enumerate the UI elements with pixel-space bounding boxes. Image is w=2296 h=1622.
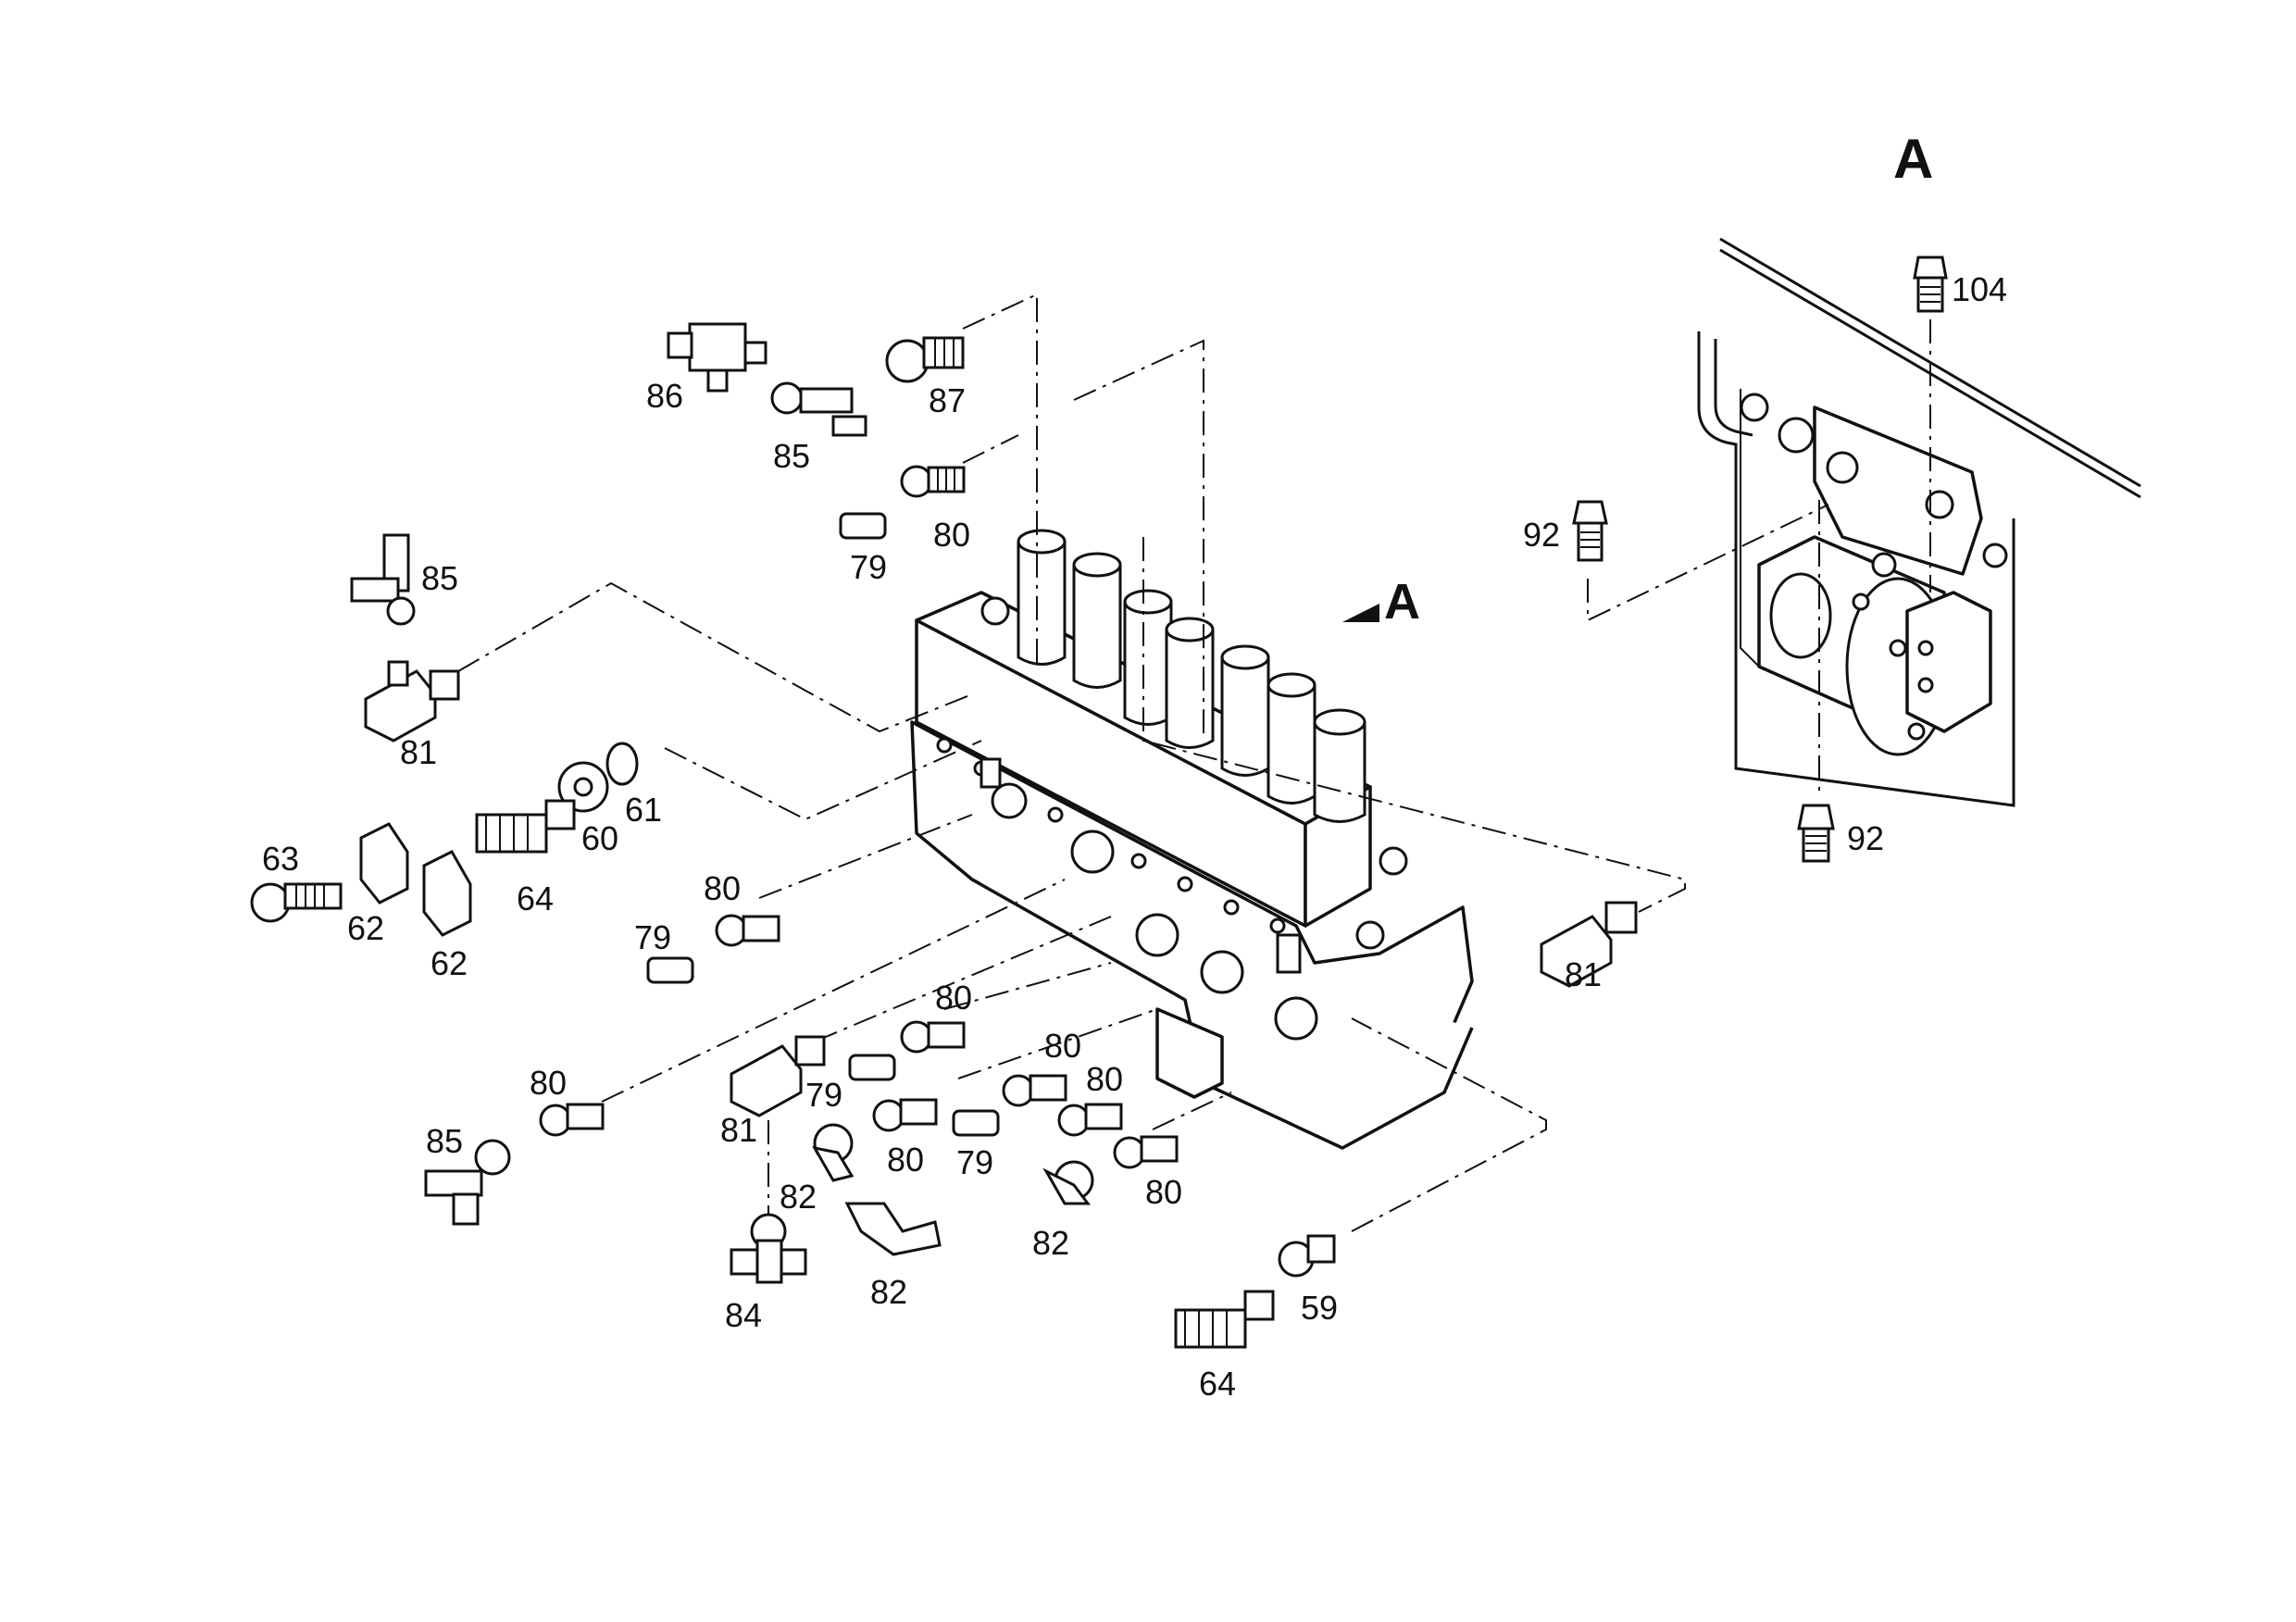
label-80-right-2: 80 — [1086, 1060, 1123, 1098]
part-80-right-1 — [1002, 1074, 1067, 1107]
part-85-lower — [424, 1139, 511, 1226]
view-a-arrow-icon — [1342, 604, 1379, 622]
part-82-right — [1042, 1160, 1094, 1205]
loose-parts — [250, 322, 1638, 1349]
part-85-upper — [770, 381, 867, 437]
part-79-center — [848, 1054, 896, 1081]
part-62-upper — [359, 822, 409, 905]
part-80-center — [900, 1020, 966, 1054]
detail-view-a — [1572, 237, 2141, 863]
label-80-low-left: 80 — [530, 1064, 567, 1102]
label-61: 61 — [625, 791, 662, 829]
label-87: 87 — [929, 381, 966, 419]
part-85-left — [350, 533, 416, 626]
part-79-right — [952, 1109, 1000, 1137]
part-80-right-3 — [1113, 1135, 1179, 1169]
part-80-top — [900, 465, 966, 498]
part-64-upper — [475, 799, 576, 854]
solenoids — [1017, 529, 1366, 823]
detail-valve-block — [1740, 393, 2008, 756]
part-62-lower — [422, 850, 472, 937]
label-80-top: 80 — [933, 516, 970, 554]
label-63: 63 — [262, 840, 299, 878]
label-81-right: 81 — [1565, 955, 1602, 993]
part-64-lower — [1174, 1290, 1275, 1349]
label-60: 60 — [581, 819, 618, 857]
label-79-center: 79 — [805, 1076, 842, 1114]
label-82-right: 82 — [1032, 1224, 1069, 1262]
label-62-lower: 62 — [430, 944, 468, 982]
label-92-upper: 92 — [1523, 516, 1560, 554]
label-82-left: 82 — [780, 1178, 817, 1216]
part-84 — [730, 1213, 807, 1284]
part-86 — [667, 322, 767, 393]
part-81-left — [364, 660, 460, 742]
label-85-upper: 85 — [773, 437, 810, 475]
label-104: 104 — [1952, 270, 2007, 308]
part-81-right — [1540, 901, 1638, 988]
label-79-top: 79 — [850, 548, 887, 586]
label-80-center-2: 80 — [887, 1141, 924, 1179]
fitting-92-upper — [1572, 500, 1608, 562]
part-82-bottom — [844, 1202, 942, 1256]
label-79-right: 79 — [956, 1143, 993, 1181]
label-80-right-3: 80 — [1145, 1173, 1182, 1211]
view-a-title: A — [1893, 128, 1933, 190]
label-81-center: 81 — [720, 1111, 757, 1149]
label-84: 84 — [725, 1296, 762, 1334]
label-86: 86 — [646, 377, 683, 415]
part-80-center-2 — [872, 1098, 938, 1132]
part-81-center — [730, 1035, 826, 1117]
label-85-left: 85 — [421, 559, 458, 597]
label-64-upper: 64 — [517, 880, 554, 917]
label-82-bottom: 82 — [870, 1273, 907, 1311]
part-80-low-left — [539, 1103, 605, 1137]
part-87 — [885, 336, 965, 383]
label-64-lower: 64 — [1199, 1365, 1236, 1403]
label-81-left: 81 — [400, 733, 437, 771]
label-59: 59 — [1301, 1289, 1338, 1327]
part-61 — [605, 742, 639, 786]
label-79-mid: 79 — [634, 918, 671, 956]
fitting-92-lower — [1797, 804, 1835, 863]
part-80-mid — [715, 914, 780, 947]
part-63 — [250, 882, 343, 923]
part-79-top — [839, 512, 887, 540]
part-79-mid — [646, 956, 694, 984]
part-59 — [1278, 1234, 1336, 1278]
label-62-upper: 62 — [347, 909, 384, 947]
label-85-lower: 85 — [426, 1122, 463, 1160]
label-80-center: 80 — [935, 979, 972, 1017]
part-80-right-2 — [1057, 1103, 1123, 1137]
leader-lines — [457, 293, 1686, 1232]
label-92-lower: 92 — [1847, 819, 1884, 857]
label-80-right-1: 80 — [1044, 1027, 1081, 1065]
part-82-left — [812, 1123, 855, 1182]
callout-labels: A A 104 92 92 86 87 85 80 79 85 81 61 60… — [262, 128, 2007, 1403]
fitting-104 — [1913, 256, 1948, 313]
view-a-reference: A — [1384, 574, 1420, 630]
label-80-mid: 80 — [704, 869, 741, 907]
